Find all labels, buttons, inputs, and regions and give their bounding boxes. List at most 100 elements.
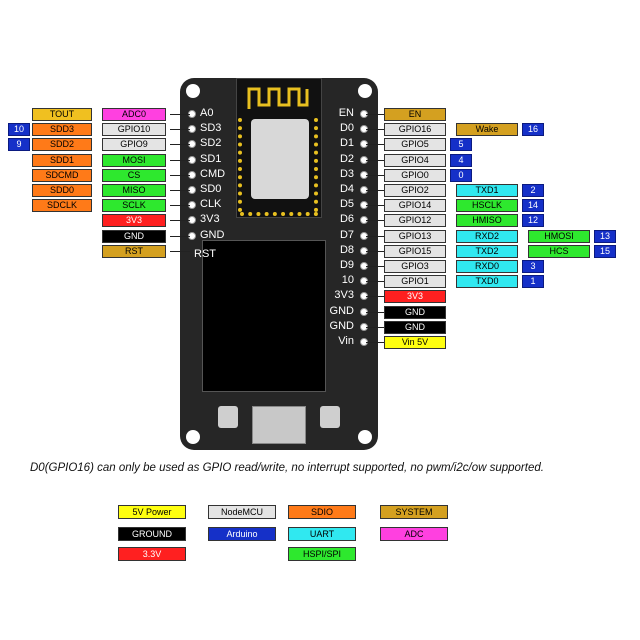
gpio-label: GPIO14 [384, 199, 446, 213]
gpio-label: GND [384, 305, 446, 319]
connector-line [170, 144, 190, 146]
sdio-label: SDD3 [32, 123, 92, 137]
arduino-pin-number: 1 [522, 275, 544, 289]
legend-item: GROUND [118, 527, 186, 541]
connector-line [366, 159, 384, 161]
arduino-pin-number: 13 [594, 229, 616, 243]
gpio-label: GND [384, 320, 446, 334]
connector-line [366, 114, 384, 115]
connector-line [170, 174, 190, 176]
module-pads-right [314, 118, 322, 212]
mounting-hole [186, 430, 200, 444]
mounting-hole [358, 84, 372, 98]
module-pads-bottom [240, 212, 318, 220]
connector-line [170, 235, 190, 237]
pin-label-right: EN [338, 107, 354, 119]
pin-label-left: SD0 [200, 183, 222, 195]
gpio-label: GPIO5 [384, 138, 446, 152]
connector-line [366, 220, 384, 222]
arduino-pin-number: 0 [450, 168, 472, 182]
arduino-pin-number: 2 [522, 184, 544, 197]
gpio-label: GPIO16 [384, 123, 446, 137]
mounting-hole [186, 84, 200, 98]
function-label: ADC0 [102, 108, 166, 121]
arduino-pin-number: 15 [594, 244, 616, 258]
sdio-label: SDD2 [32, 138, 92, 152]
sdio-label: SDCMD [32, 168, 92, 182]
arduino-pin-number: 10 [8, 123, 30, 137]
gpio-label: GPIO15 [384, 244, 446, 258]
alt-function-label: RXD0 [456, 260, 518, 273]
pin-label-right: D1 [339, 137, 354, 150]
pin-label-left: SD1 [200, 152, 222, 165]
connector-line [170, 129, 190, 131]
sdio-label: TOUT [32, 108, 92, 121]
connector-line [170, 159, 190, 161]
connector-line [366, 205, 384, 207]
legend-item: Arduino [208, 527, 276, 541]
alt-function-label: HSCLK [456, 199, 518, 213]
connector-line [366, 174, 384, 176]
legend-item: SDIO [288, 505, 356, 519]
pin-label-right: GND [329, 319, 354, 332]
connector-line [170, 250, 190, 252]
connector-line [170, 190, 190, 191]
legend-item: SYSTEM [380, 505, 448, 519]
usb-port [252, 406, 306, 444]
arduino-pin-number: 14 [522, 199, 544, 213]
sdio-label: SDD0 [32, 184, 92, 197]
alt-function-label: TXD1 [456, 184, 518, 197]
pin-label-right: 10 [341, 274, 354, 287]
note-text: D0(GPIO16) can only be used as GPIO read… [30, 462, 544, 474]
reset-button [218, 406, 238, 428]
arduino-pin-number: 4 [450, 153, 472, 167]
gpio-label: GPIO1 [384, 275, 446, 289]
function-label: 3V3 [102, 214, 166, 228]
alt-function-label: Wake [456, 123, 518, 137]
pin-label-right: D0 [339, 122, 354, 135]
connector-line [366, 311, 384, 313]
gpio-label: GPIO12 [384, 214, 446, 228]
gpio-label: GPIO2 [384, 184, 446, 197]
alt-function-label: HMOSI [528, 229, 590, 243]
pin-label-right: D9 [339, 259, 354, 271]
sdio-label: SDD1 [32, 153, 92, 167]
connector-line [170, 114, 190, 115]
gpio-label: GPIO4 [384, 153, 446, 167]
pin-label-left: 3V3 [200, 213, 220, 226]
function-label: GPIO9 [102, 138, 166, 152]
connector-line [366, 266, 384, 267]
pin-label-right: D7 [339, 228, 354, 241]
sdio-label: SDCLK [32, 199, 92, 213]
gpio-label: GPIO0 [384, 168, 446, 182]
alt-function-label: HCS [528, 244, 590, 258]
connector-line [366, 144, 384, 146]
pin-label-left: RST [194, 247, 216, 260]
connector-line [366, 129, 384, 131]
wifi-module [236, 78, 322, 218]
connector-line [170, 205, 190, 207]
function-label: SCLK [102, 199, 166, 213]
connector-line [366, 190, 384, 191]
function-label: RST [102, 244, 166, 258]
pin-label-right: GND [329, 304, 354, 317]
arduino-pin-number: 16 [522, 123, 544, 137]
pin-label-left: SD2 [200, 137, 222, 150]
function-label: GPIO10 [102, 123, 166, 137]
connector-line [366, 342, 384, 343]
alt-function-label: TXD2 [456, 244, 518, 258]
legend-item: ADC [380, 527, 448, 541]
pin-label-right: Vin [338, 335, 354, 347]
arduino-pin-number: 5 [450, 138, 472, 152]
gpio-label: 3V3 [384, 290, 446, 304]
alt-function-label: TXD0 [456, 275, 518, 289]
pin-label-left: CLK [200, 198, 222, 211]
gpio-label: EN [384, 108, 446, 121]
connector-line [170, 220, 190, 222]
pin-label-left: SD3 [200, 122, 222, 135]
alt-function-label: RXD2 [456, 229, 518, 243]
alt-function-label: HMISO [456, 214, 518, 228]
antenna-icon [247, 87, 309, 109]
arduino-pin-number: 12 [522, 214, 544, 228]
